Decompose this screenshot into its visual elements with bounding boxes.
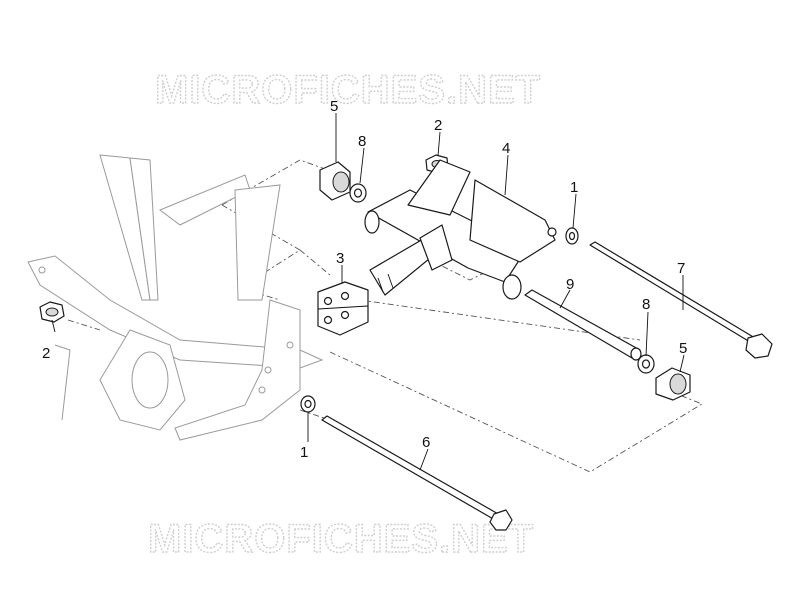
callout-4: 4 — [502, 140, 510, 157]
nut-part-2-left — [39, 301, 65, 323]
callout-9: 9 — [566, 276, 574, 293]
watermark-top: MICROFICHES.NET — [155, 68, 541, 112]
washer-part-1-bottom — [300, 395, 316, 413]
callout-7: 7 — [677, 260, 685, 277]
callout-2-left: 2 — [42, 345, 50, 362]
rubber-block-part-3 — [317, 281, 369, 336]
sleeve-part-9 — [524, 289, 642, 361]
bushing-part-5-bottom — [655, 367, 691, 401]
scooter-frame — [27, 154, 324, 441]
callout-1-bottom: 1 — [300, 444, 308, 461]
bushing-part-5-top — [319, 161, 351, 201]
bolt-part-7 — [589, 241, 773, 359]
callout-1-top: 1 — [570, 179, 578, 196]
washer-part-1-top — [565, 227, 579, 245]
callout-5-top: 5 — [330, 98, 338, 115]
callout-3: 3 — [336, 250, 344, 267]
callout-5-bottom: 5 — [679, 340, 687, 357]
callout-2-top: 2 — [434, 117, 442, 134]
washer-part-8-top — [349, 183, 367, 203]
callout-8-top: 8 — [358, 133, 366, 150]
swing-arm-part-4 — [364, 159, 557, 300]
leader-lines — [51, 113, 685, 471]
callout-labels: 5 8 2 4 1 3 7 9 2 8 5 1 6 — [42, 98, 687, 461]
callout-8-bottom: 8 — [642, 296, 650, 313]
bolt-part-6 — [321, 415, 513, 531]
washer-part-8-bottom — [637, 354, 655, 374]
callout-6: 6 — [422, 434, 430, 451]
watermark-bottom: MICROFICHES.NET — [148, 517, 534, 561]
